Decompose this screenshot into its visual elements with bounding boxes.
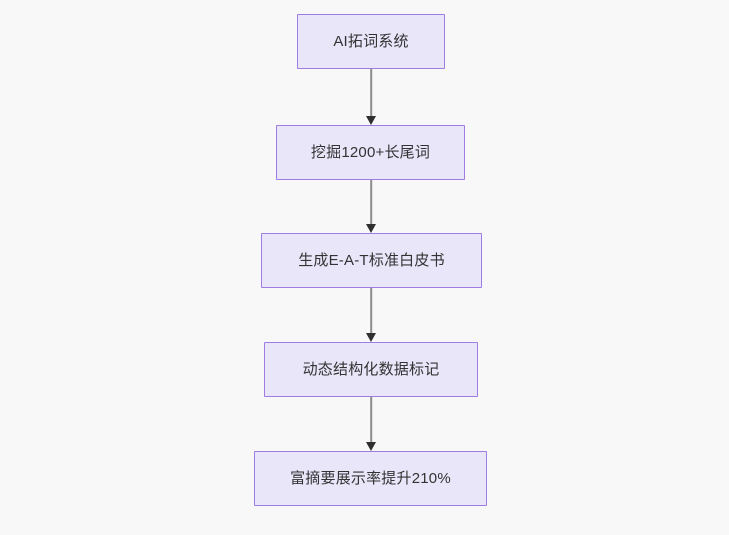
arrowhead-icon xyxy=(366,333,376,342)
edge-line xyxy=(370,288,372,335)
flowchart-node-label: 生成E-A-T标准白皮书 xyxy=(298,251,445,269)
flowchart-node-2[interactable]: 挖掘1200+长尾词 xyxy=(276,125,465,180)
edge-line xyxy=(370,69,372,118)
edge-line xyxy=(370,180,372,226)
flowchart-node-label: 动态结构化数据标记 xyxy=(302,360,440,378)
flowchart-node-label: AI拓词系统 xyxy=(333,32,409,50)
flowchart-node-1[interactable]: AI拓词系统 xyxy=(297,14,445,69)
arrowhead-icon xyxy=(366,116,376,125)
arrowhead-icon xyxy=(366,224,376,233)
flowchart-node-3[interactable]: 生成E-A-T标准白皮书 xyxy=(261,233,482,288)
flowchart-node-label: 富摘要展示率提升210% xyxy=(290,469,451,487)
flowchart-node-label: 挖掘1200+长尾词 xyxy=(310,143,431,161)
flowchart-node-4[interactable]: 动态结构化数据标记 xyxy=(264,342,478,397)
flowchart-node-5[interactable]: 富摘要展示率提升210% xyxy=(254,451,487,506)
edge-line xyxy=(370,397,372,444)
arrowhead-icon xyxy=(366,442,376,451)
